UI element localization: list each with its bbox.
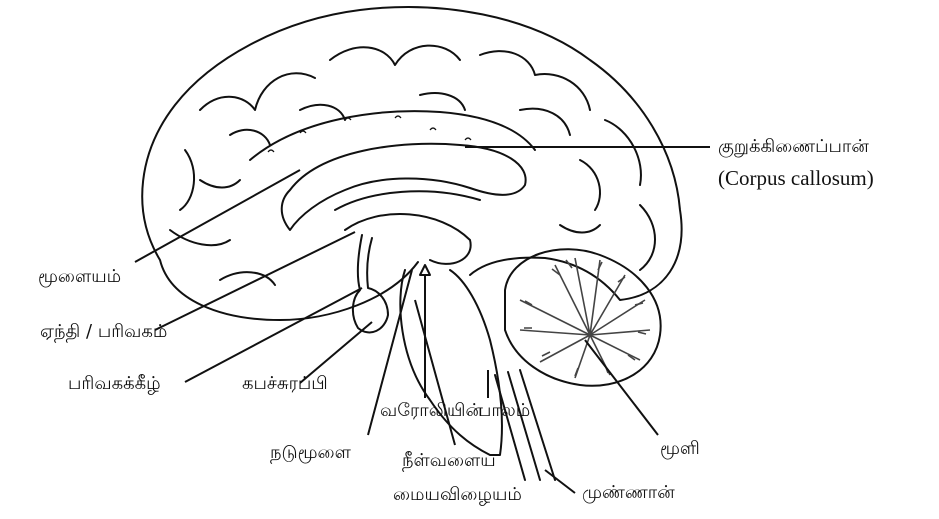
label-cerebrum: மூளையம் bbox=[38, 268, 121, 286]
label-medulla-line1: நீள்வளைய bbox=[402, 452, 496, 470]
label-cerebellum: மூளி bbox=[660, 440, 700, 458]
label-corpus-callosum-tamil: குறுக்கிணைப்பான் bbox=[718, 138, 869, 156]
cerebellum-arbor bbox=[520, 258, 650, 378]
label-midbrain: நடுமூளை bbox=[270, 444, 351, 462]
label-hypothalamus-lower: பரிவகக்கீழ் bbox=[68, 375, 161, 393]
label-varolii: வரோலியின் bbox=[380, 402, 483, 420]
label-pons: பாலம் bbox=[478, 402, 530, 420]
label-medulla-line2: மையவிழையம் bbox=[393, 486, 522, 504]
label-spinal-cord: முண்ணான் bbox=[582, 484, 675, 502]
spinal-cord-shape bbox=[495, 370, 555, 480]
label-corpus-callosum-english: (Corpus callosum) bbox=[718, 168, 874, 189]
leader-cerebellum bbox=[585, 340, 658, 435]
leader-cerebrum bbox=[135, 170, 300, 262]
leader-spinal-cord bbox=[545, 470, 575, 493]
corpus-callosum-shape bbox=[282, 144, 526, 230]
label-thalamus-hypothalamus: ஏந்தி / பரிவகம் bbox=[40, 323, 167, 341]
pituitary-shape bbox=[353, 235, 388, 332]
leader-lines bbox=[135, 147, 710, 493]
label-pituitary: கபச்சுரப்பி bbox=[242, 375, 328, 393]
leader-medulla bbox=[415, 300, 455, 445]
